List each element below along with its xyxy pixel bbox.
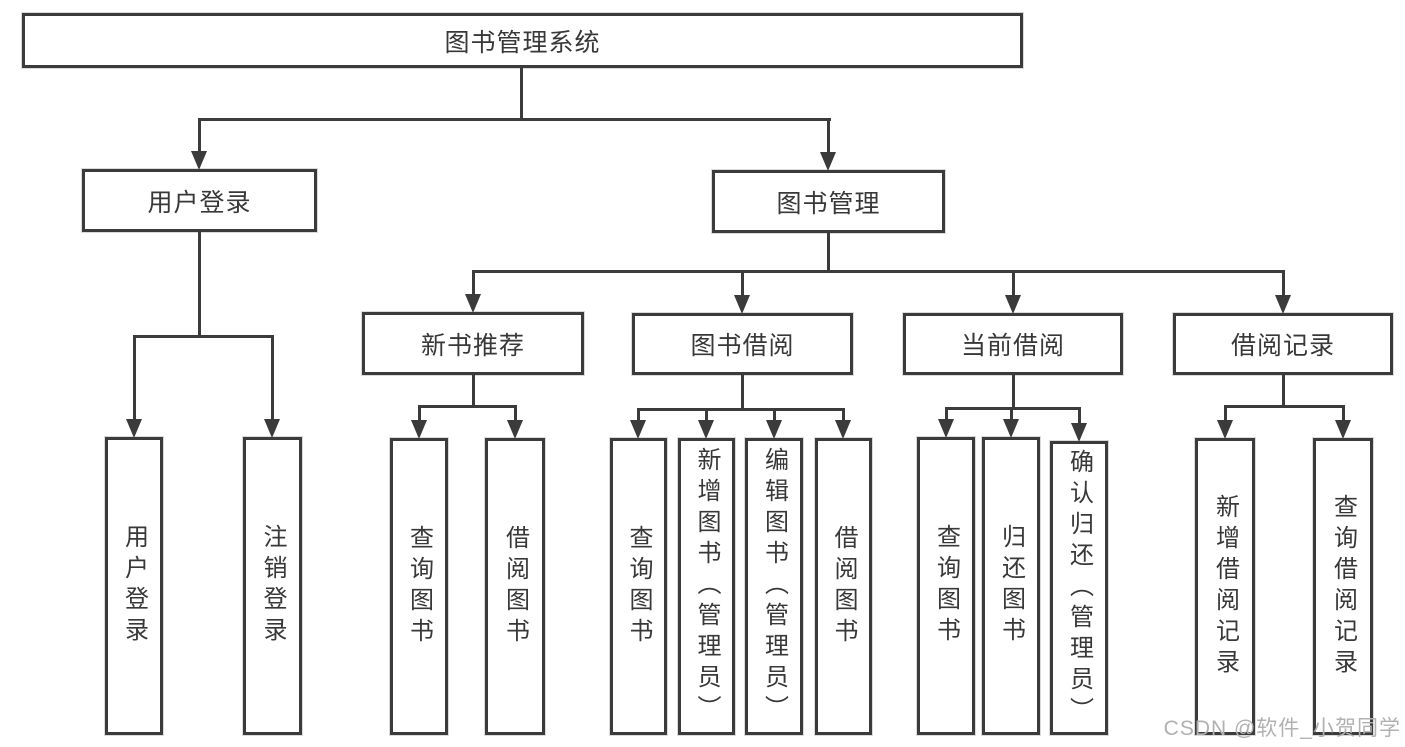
arrow-down-icon bbox=[938, 419, 954, 438]
edge-to-logout-leaf bbox=[271, 335, 274, 421]
arrow-down-icon bbox=[1071, 423, 1087, 442]
arrow-down-icon bbox=[191, 151, 207, 170]
arrow-down-icon bbox=[820, 152, 836, 171]
leaf-add-borrow-record-label: 新增借阅记录 bbox=[1211, 493, 1239, 680]
edge-borrowing-records-stem bbox=[1282, 373, 1285, 408]
leaf-borrow-books-new-label: 借阅图书 bbox=[501, 524, 529, 649]
arrow-down-icon bbox=[507, 420, 523, 439]
leaf-edit-books-admin-label: 编辑图书（管理员） bbox=[760, 447, 788, 726]
edge-to-query-books-borrowing bbox=[637, 408, 640, 421]
edge-book-borrowing-stem bbox=[741, 373, 744, 411]
edge-to-current-borrowing bbox=[1012, 270, 1015, 297]
leaf-user-login-label: 用户登录 bbox=[120, 524, 148, 648]
node-user-login-label: 用户登录 bbox=[147, 188, 252, 217]
edge-book-management-stem bbox=[827, 231, 830, 273]
leaf-query-books-borrowing: 查询图书 bbox=[610, 438, 667, 735]
node-library-management-system-label: 图书管理系统 bbox=[444, 28, 601, 57]
edge-user-login-stem bbox=[198, 230, 201, 338]
node-book-borrowing: 图书借阅 bbox=[632, 313, 853, 375]
edge-to-borrowing-records bbox=[1282, 270, 1285, 297]
leaf-user-login: 用户登录 bbox=[105, 437, 163, 735]
leaf-borrow-books-new: 借阅图书 bbox=[485, 438, 545, 735]
leaf-add-books-admin-label: 新增图书（管理员） bbox=[693, 447, 720, 726]
leaf-confirm-return-admin-label: 确认归还（管理员） bbox=[1065, 448, 1093, 728]
arrow-down-icon bbox=[698, 420, 714, 439]
edge-to-query-books-new bbox=[418, 405, 421, 421]
leaf-logout-label: 注销登录 bbox=[259, 524, 286, 648]
leaf-return-books: 归还图书 bbox=[982, 437, 1040, 735]
leaf-add-borrow-record: 新增借阅记录 bbox=[1195, 438, 1255, 735]
edge-to-user-login bbox=[198, 118, 201, 153]
arrow-down-icon bbox=[835, 420, 851, 439]
edge-to-book-borrowing bbox=[741, 270, 744, 297]
edge-user-login-branch bbox=[133, 335, 274, 338]
arrow-down-icon bbox=[1275, 295, 1291, 314]
arrow-down-icon bbox=[766, 420, 782, 439]
edge-borrowing-records-branch bbox=[1224, 405, 1345, 408]
node-current-borrowing-label: 当前借阅 bbox=[960, 332, 1065, 360]
node-borrowing-records-label: 借阅记录 bbox=[1230, 332, 1335, 360]
arrow-down-icon bbox=[734, 295, 750, 314]
edge-to-borrow-books bbox=[842, 408, 845, 421]
leaf-edit-books-admin: 编辑图书（管理员） bbox=[745, 438, 803, 735]
edge-new-book-branch bbox=[418, 405, 517, 408]
node-borrowing-records: 借阅记录 bbox=[1173, 313, 1393, 375]
node-book-management: 图书管理 bbox=[712, 170, 945, 233]
edge-to-query-books-current bbox=[945, 407, 948, 420]
edge-book-borrowing-branch bbox=[637, 408, 845, 411]
node-book-borrowing-label: 图书借阅 bbox=[690, 332, 795, 360]
edge-to-confirm-return bbox=[1078, 407, 1081, 424]
arrow-down-icon bbox=[1217, 420, 1233, 439]
edge-book-management-branch bbox=[472, 270, 1285, 273]
node-new-book-recommendation: 新书推荐 bbox=[362, 312, 584, 375]
edge-to-return-books bbox=[1010, 407, 1013, 420]
leaf-borrow-books: 借阅图书 bbox=[815, 438, 872, 735]
leaf-return-books-label: 归还图书 bbox=[997, 524, 1025, 648]
edge-to-add-borrow-record bbox=[1224, 405, 1227, 421]
edge-to-add-books bbox=[705, 408, 708, 421]
arrow-down-icon bbox=[1335, 420, 1351, 439]
leaf-query-books-borrowing-label: 查询图书 bbox=[625, 524, 652, 649]
arrow-down-icon bbox=[1005, 295, 1021, 314]
edge-to-user-login-leaf bbox=[133, 335, 136, 421]
edge-new-book-stem bbox=[472, 373, 475, 408]
arrow-down-icon bbox=[630, 420, 646, 439]
arrow-down-icon bbox=[264, 419, 280, 438]
node-new-book-recommendation-label: 新书推荐 bbox=[420, 331, 525, 360]
csdn-watermark: CSDN @软件_小贺同学 bbox=[1163, 717, 1401, 740]
leaf-query-books-new-label: 查询图书 bbox=[405, 524, 433, 649]
arrow-down-icon bbox=[465, 294, 481, 313]
leaf-add-books-admin: 新增图书（管理员） bbox=[678, 438, 735, 735]
arrow-down-icon bbox=[1003, 419, 1019, 438]
leaf-logout: 注销登录 bbox=[243, 437, 302, 735]
node-library-management-system: 图书管理系统 bbox=[22, 13, 1023, 68]
arrow-down-icon bbox=[411, 420, 427, 439]
leaf-query-borrow-record: 查询借阅记录 bbox=[1313, 438, 1373, 735]
edge-to-new-book-recommendation bbox=[472, 270, 475, 296]
edge-to-book-management bbox=[827, 118, 830, 154]
edge-current-borrowing-stem bbox=[1012, 373, 1015, 410]
leaf-query-books-new: 查询图书 bbox=[390, 438, 448, 735]
node-user-login: 用户登录 bbox=[82, 169, 317, 232]
node-current-borrowing: 当前借阅 bbox=[903, 313, 1123, 375]
leaf-query-borrow-record-label: 查询借阅记录 bbox=[1329, 493, 1357, 680]
edge-root-trunk bbox=[520, 66, 523, 118]
leaf-query-books-current: 查询图书 bbox=[917, 437, 975, 735]
edge-to-edit-books bbox=[773, 408, 776, 421]
leaf-query-books-current-label: 查询图书 bbox=[932, 524, 960, 648]
edge-current-borrowing-branch bbox=[945, 407, 1081, 410]
leaf-borrow-books-label: 借阅图书 bbox=[830, 524, 857, 649]
node-book-management-label: 图书管理 bbox=[776, 189, 881, 218]
edge-to-borrow-books-new bbox=[514, 405, 517, 421]
leaf-confirm-return-admin: 确认归还（管理员） bbox=[1050, 441, 1108, 735]
edge-root-branch bbox=[198, 118, 831, 121]
edge-to-query-borrow-record bbox=[1342, 405, 1345, 421]
arrow-down-icon bbox=[126, 419, 142, 438]
